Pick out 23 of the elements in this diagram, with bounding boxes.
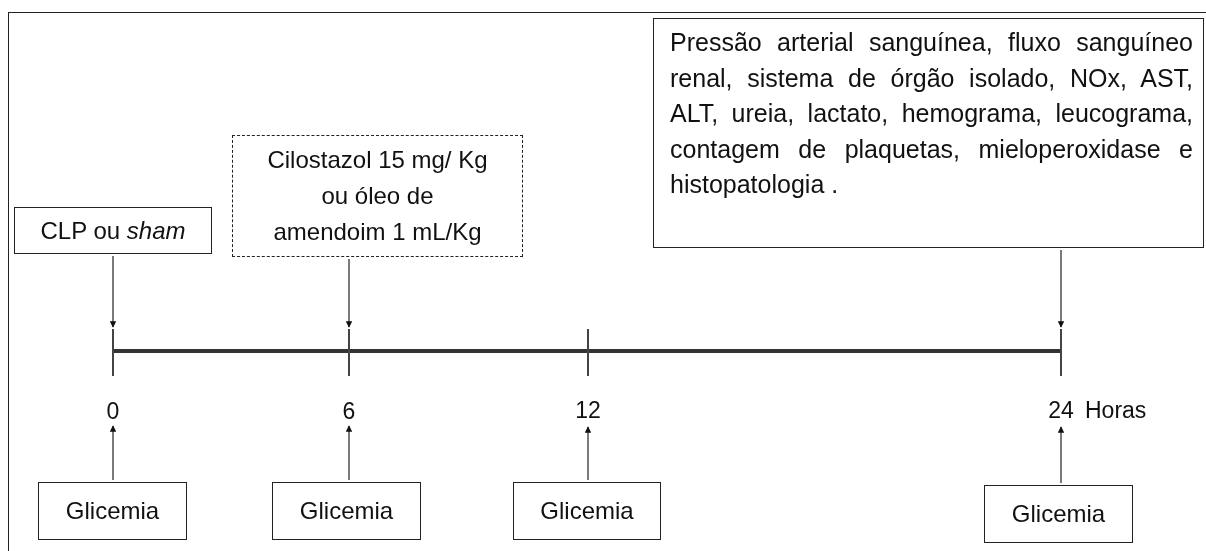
process-box: Glicemia [984,485,1133,543]
process-box: CLP ou sham [14,207,212,254]
time-label: 12 [572,397,604,423]
timeline-tick [348,329,350,376]
arrow [109,425,117,481]
treatment-box: Cilostazol 15 mg/ Kg ou óleo de amendoim 1 mL/Kg [232,135,523,257]
arrow [345,258,353,328]
arrow [584,426,592,481]
arrow [1057,249,1065,328]
arrow [345,425,353,481]
process-box: Glicemia [38,482,187,540]
measurements-box: Pressão arterial sanguínea, fluxo sanguíneo renal, sistema de órgão isolado, NOx, AST, ALT, ureia, lactato, hemograma, leucograma, contagem de plaquetas, mieloperoxidase e histopatologia . [653,18,1204,248]
process-box: Glicemia [513,482,661,540]
time-label: 6 [339,398,359,422]
timeline-tick [587,329,589,376]
time-label: 0 [103,398,123,422]
timeline-line [114,349,1060,353]
arrow [1057,426,1065,484]
timeline-tick [1060,329,1062,376]
process-box: Glicemia [272,482,421,540]
arrow [109,255,117,328]
unit-label: Horas [1085,397,1147,423]
timeline-tick [112,329,114,376]
